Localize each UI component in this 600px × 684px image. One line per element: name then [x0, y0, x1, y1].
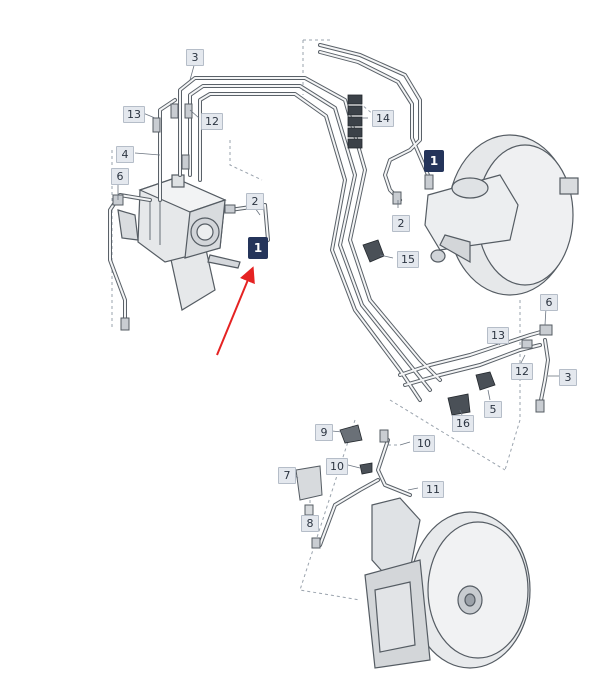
callout-13-right: 13	[487, 327, 509, 344]
line-clips	[339, 239, 496, 475]
callout-10-top: 10	[413, 435, 435, 452]
callout-9: 9	[315, 424, 333, 441]
callout-6-left: 6	[111, 168, 129, 185]
callout-3-right: 3	[559, 369, 577, 386]
callout-1-highlight: 1	[248, 237, 268, 259]
wheel-hub-disc-caliper	[364, 497, 531, 669]
brake-booster-master-cylinder	[424, 134, 579, 296]
callout-3-top: 3	[186, 49, 204, 66]
line-clip-stack	[347, 94, 363, 149]
callout-12-left: 12	[201, 113, 223, 130]
callout-1-master: 1	[424, 150, 444, 172]
callout-12-right: 12	[511, 363, 533, 380]
callout-10-mid: 10	[326, 458, 348, 475]
callout-16: 16	[452, 415, 474, 432]
callout-7: 7	[278, 467, 296, 484]
callout-14: 14	[372, 110, 394, 127]
callout-11: 11	[422, 481, 444, 498]
callout-2-master: 2	[392, 215, 410, 232]
callout-13-left: 13	[123, 106, 145, 123]
callout-5: 5	[484, 401, 502, 418]
callout-4: 4	[116, 146, 134, 163]
abs-hydraulic-unit	[117, 174, 241, 311]
callout-6-right: 6	[540, 294, 558, 311]
hose-bracket	[295, 465, 323, 516]
callout-2-abs: 2	[246, 193, 264, 210]
callout-15: 15	[397, 251, 419, 268]
callout-8: 8	[301, 515, 319, 532]
highlight-pointer-arrow	[216, 266, 255, 356]
